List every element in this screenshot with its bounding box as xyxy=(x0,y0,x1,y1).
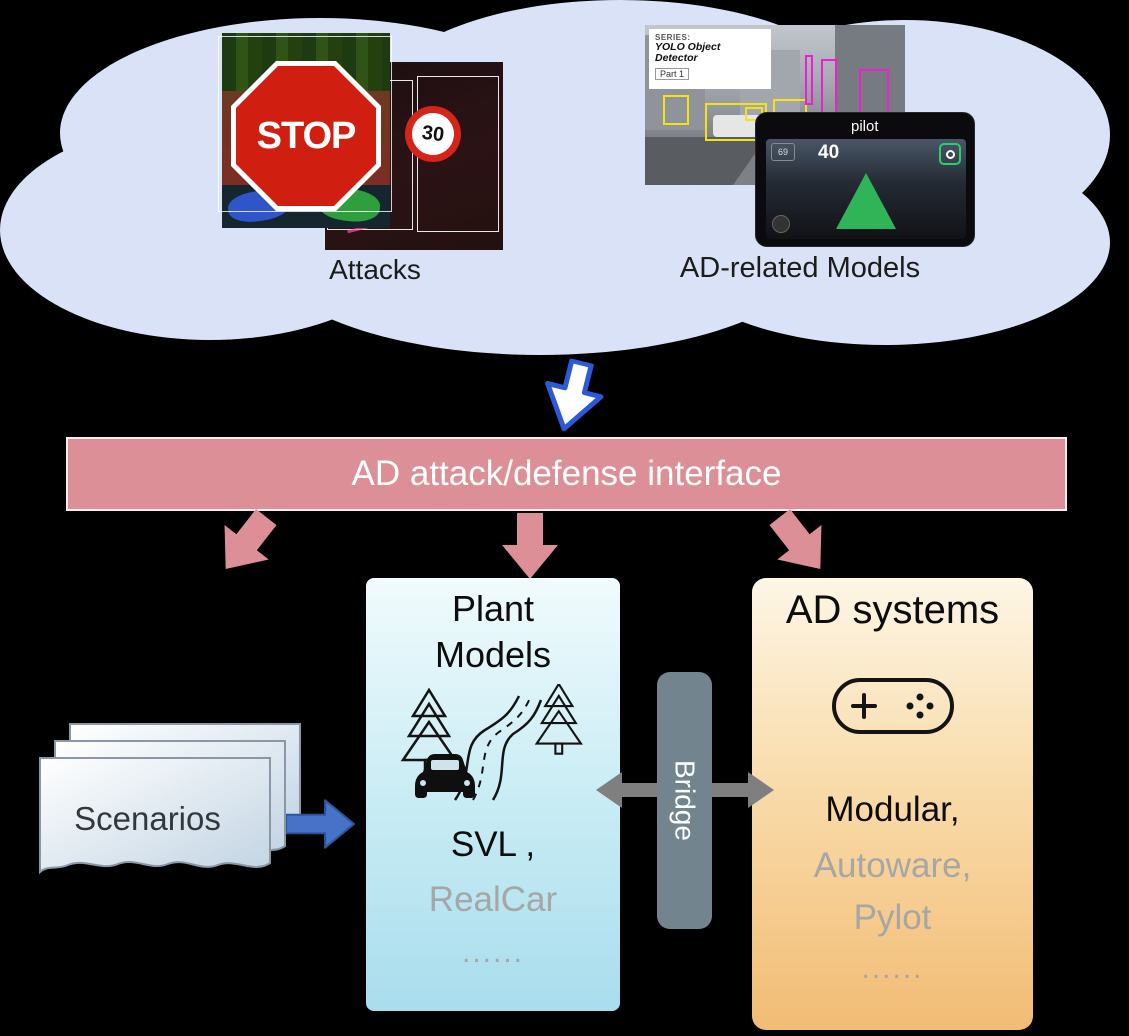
ad-item-modular: Modular, xyxy=(825,790,960,829)
ad-item-dots: ...... xyxy=(861,952,924,985)
pilot-speed-text: 40 xyxy=(818,142,840,163)
models-label: AD-related Models xyxy=(679,252,921,284)
plant-item-dots: ...... xyxy=(461,936,524,969)
ad-systems-box: AD systems Modular, Autoware, Pylot ....… xyxy=(752,578,1033,1030)
interface-bar: AD attack/defense interface xyxy=(66,437,1067,511)
interface-arrow-center-icon xyxy=(502,513,558,579)
steering-wheel-icon xyxy=(939,143,961,165)
pine-tree-icon xyxy=(534,684,583,755)
scenario-card-front xyxy=(39,757,271,875)
interface-bar-label: AD attack/defense interface xyxy=(351,454,782,493)
patch-outline xyxy=(218,36,392,212)
settings-dot-icon xyxy=(772,215,790,233)
bridge-label: Bridge xyxy=(669,760,701,841)
stop-sign-text: STOP xyxy=(256,114,357,157)
scenarios-label: Scenarios xyxy=(74,800,221,837)
ad-systems-title: AD systems xyxy=(785,588,1000,632)
plant-title-line1: Plant xyxy=(451,588,535,629)
stop-sign-icon: STOP xyxy=(231,61,381,211)
cloud-to-interface-arrow-icon xyxy=(545,358,604,432)
ad-item-pylot: Pylot xyxy=(853,898,932,937)
speed-limit-text: 30 xyxy=(420,121,446,146)
pilot-set-speed-text: 69 xyxy=(777,147,788,157)
bounding-box xyxy=(663,95,689,125)
plant-title-line2: Models xyxy=(434,634,552,675)
car-icon xyxy=(415,754,475,798)
yolo-title-card: SERIES: YOLO Object Detector Part 1 xyxy=(649,29,771,89)
bounding-box xyxy=(805,55,813,105)
yolo-part-badge: Part 1 xyxy=(655,68,690,81)
pilot-screen: 40 69 xyxy=(766,139,966,239)
set-speed-box: 69 xyxy=(771,143,795,161)
interface-arrow-left-icon xyxy=(224,508,277,570)
scenarios-stack xyxy=(39,723,301,875)
yolo-title-text: YOLO Object Detector xyxy=(655,41,721,65)
openpilot-device: pilot 40 69 xyxy=(755,112,975,247)
yolo-series-text: SERIES: xyxy=(655,33,691,42)
plant-item-svl: SVL , xyxy=(450,825,536,864)
plant-scene-icon xyxy=(400,684,583,801)
ad-item-autoware: Autoware, xyxy=(813,846,972,885)
drive-path-icon xyxy=(836,173,896,229)
bridge-box: Bridge xyxy=(657,672,712,929)
plant-item-realcar: RealCar xyxy=(428,880,558,919)
game-controller-icon xyxy=(832,678,954,734)
plant-models-box: Plant Models xyxy=(366,578,620,1011)
pilot-brand-text: pilot xyxy=(851,118,879,135)
attack-image-stop: STOP xyxy=(222,33,390,228)
interface-arrow-right-icon xyxy=(769,508,822,570)
attacks-label: Attacks xyxy=(329,254,421,285)
scenarios-to-plant-arrow-icon xyxy=(286,799,355,849)
